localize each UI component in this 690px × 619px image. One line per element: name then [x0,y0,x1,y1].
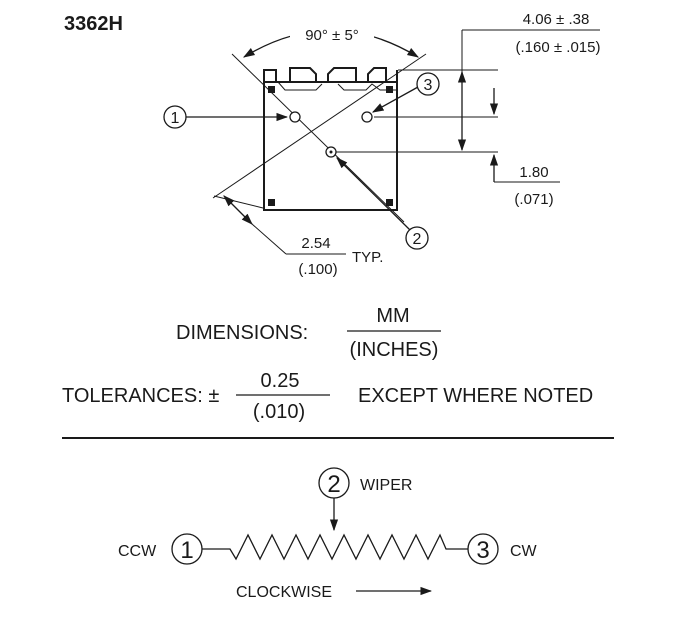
pitch-dimension-mm: 2.54 [301,235,330,252]
pitch-dimension-lines [213,195,346,255]
diagonal-line-a [231,53,405,223]
height-dimension-mm: 4.06 ± .38 [523,11,590,28]
ccw-label: CCW [118,543,157,560]
package-outline [263,67,398,211]
clockwise-label: CLOCKWISE [236,584,332,601]
tolerances-suffix: EXCEPT WHERE NOTED [358,385,593,407]
tolerances-label: TOLERANCES: ± [62,385,219,407]
pin2-callout-number: 2 [413,231,422,248]
pin1-callout-number: 1 [171,110,180,127]
offset-dimension-inches: (.071) [514,191,553,208]
wiper-label: WIPER [360,477,412,494]
offset-dimension-mm: 1.80 [519,164,548,181]
pin2-callout: 2 [336,157,429,250]
pitch-typical-note: TYP. [352,249,383,266]
tolerances-numerator: 0.25 [261,370,300,392]
diagonal-line-b [212,53,427,199]
schematic-pin3-circle [467,533,499,565]
pin1-hole [289,111,301,123]
pin3-hole [361,111,373,123]
pin3-callout-number: 3 [424,77,433,94]
height-dimension-lines [336,29,600,183]
pitch-dimension-inches: (.100) [298,261,337,278]
tolerances-denominator: (.010) [253,401,305,423]
angle-dimension: 90° ± 5° [305,27,359,44]
schematic-pin2-number: 2 [327,471,340,498]
pin1-callout: 1 [163,105,289,129]
cw-label: CW [510,543,538,560]
height-dimension-inches: (.160 ± .015) [516,39,601,56]
dimensions-denominator: (INCHES) [350,339,439,361]
part-number: 3362H [64,13,123,35]
dimensions-label: DIMENSIONS: [176,322,308,344]
schematic-pin3-number: 3 [476,537,489,564]
resistor-zigzag [202,533,468,561]
pin3-callout: 3 [371,72,440,113]
schematic-pin1-number: 1 [180,537,193,564]
dimensions-numerator: MM [376,305,409,327]
